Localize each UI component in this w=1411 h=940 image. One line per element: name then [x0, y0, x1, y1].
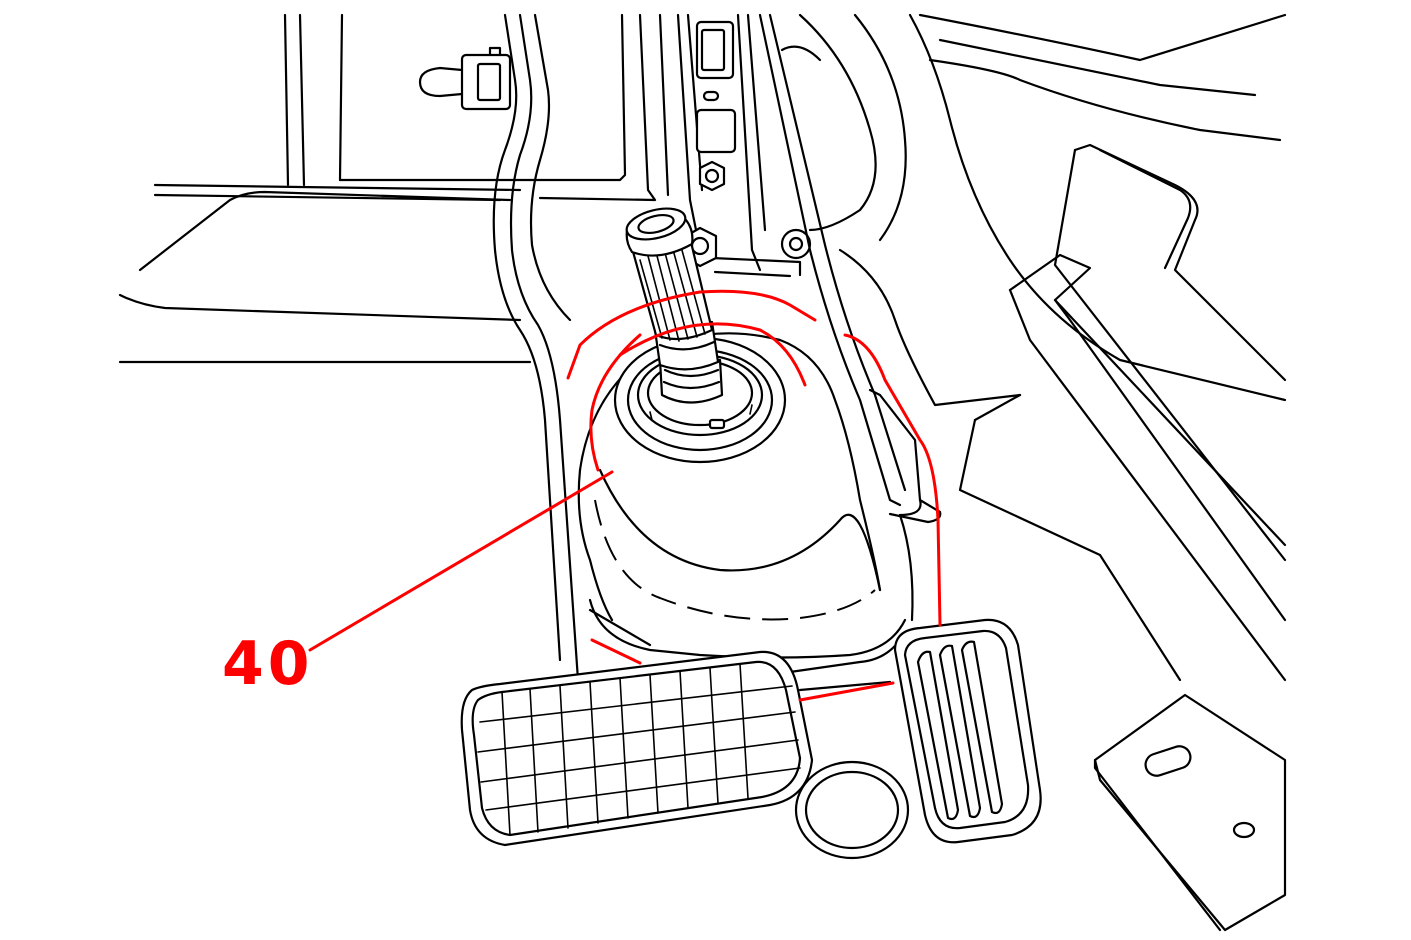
- clutch-pedal: [460, 650, 814, 847]
- steering-column-bracket: [676, 13, 802, 278]
- shift-boot: [577, 332, 914, 692]
- shift-lever: [625, 207, 724, 404]
- round-spacer-icon: [794, 760, 910, 860]
- left-rail: [492, 13, 580, 682]
- callout-label: 40: [222, 629, 314, 699]
- right-floor-panel: [798, 13, 1287, 682]
- highlight-outline: [308, 289, 942, 702]
- upper-left-frame: [118, 13, 670, 364]
- mounting-bolt-icon: [418, 46, 512, 111]
- mounting-plate: [1093, 693, 1287, 932]
- brake-pedal: [893, 618, 1042, 844]
- linkage-rods: [758, 13, 942, 524]
